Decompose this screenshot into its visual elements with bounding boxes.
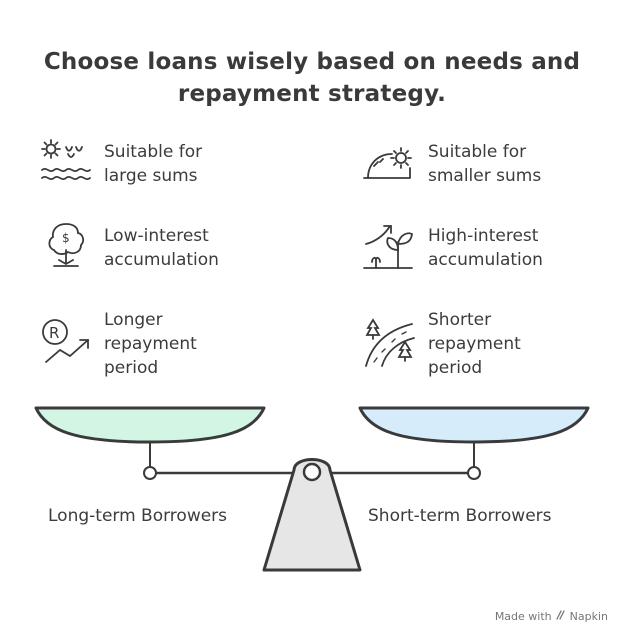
left-pan	[34, 406, 266, 444]
svg-text:$: $	[62, 231, 70, 245]
napkin-logo-icon	[555, 610, 566, 623]
right-feature-shorter-period: Shorter repayment period	[428, 310, 521, 378]
right-pan	[358, 406, 590, 444]
right-caption: Short-term Borrowers	[368, 506, 552, 526]
svg-text:R: R	[49, 324, 59, 342]
left-feature-low-interest: Low-interest accumulation	[104, 226, 219, 270]
sun-water-icon	[40, 138, 92, 188]
money-tree-icon: $	[44, 220, 90, 272]
page-title: Choose loans wisely based on needs and r…	[0, 46, 624, 110]
left-caption: Long-term Borrowers	[48, 506, 228, 526]
footer-made-with: Made with	[494, 610, 552, 623]
left-feature-large-sums: Suitable for large sums	[104, 142, 203, 186]
footer-brand: Napkin	[569, 610, 608, 623]
coin-trend-icon: R	[40, 316, 94, 368]
forest-road-icon	[362, 316, 418, 370]
right-feature-smaller-sums: Suitable for smaller sums	[428, 142, 542, 186]
title-line-2: repayment strategy.	[177, 81, 447, 107]
scale-base	[262, 458, 362, 572]
title-line-1: Choose loans wisely based on needs and	[43, 49, 581, 75]
left-feature-longer-period: Longer repayment period	[104, 310, 197, 378]
growing-plant-icon	[362, 220, 416, 272]
right-feature-high-interest: High-interest accumulation	[428, 226, 543, 270]
sunrise-hill-icon	[362, 140, 414, 186]
footer-credit: Made with Napkin	[495, 610, 608, 623]
